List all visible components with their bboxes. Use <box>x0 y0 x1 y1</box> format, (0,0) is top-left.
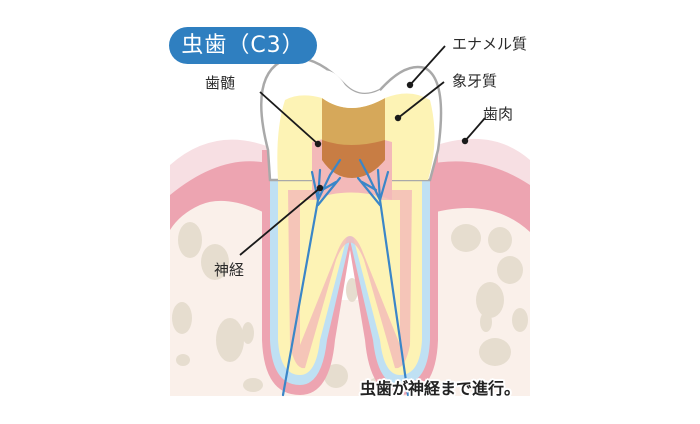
diagram-title: 虫歯（C3） <box>169 27 317 64</box>
label-gum: 歯肉 <box>483 105 514 123</box>
decay-deep <box>322 140 385 178</box>
label-enamel: エナメル質 <box>452 35 528 53</box>
decay-cavity <box>322 98 385 155</box>
leader-dots <box>314 81 469 192</box>
caption: 虫歯が神経まで進行。 <box>360 379 521 398</box>
bone-spots <box>172 222 528 393</box>
label-dentin: 象牙質 <box>452 72 498 90</box>
gum <box>170 161 530 232</box>
leader-lines <box>239 45 486 256</box>
label-nerve: 神経 <box>214 261 245 279</box>
nerves <box>281 158 410 397</box>
label-pulp: 歯髄 <box>205 74 236 92</box>
